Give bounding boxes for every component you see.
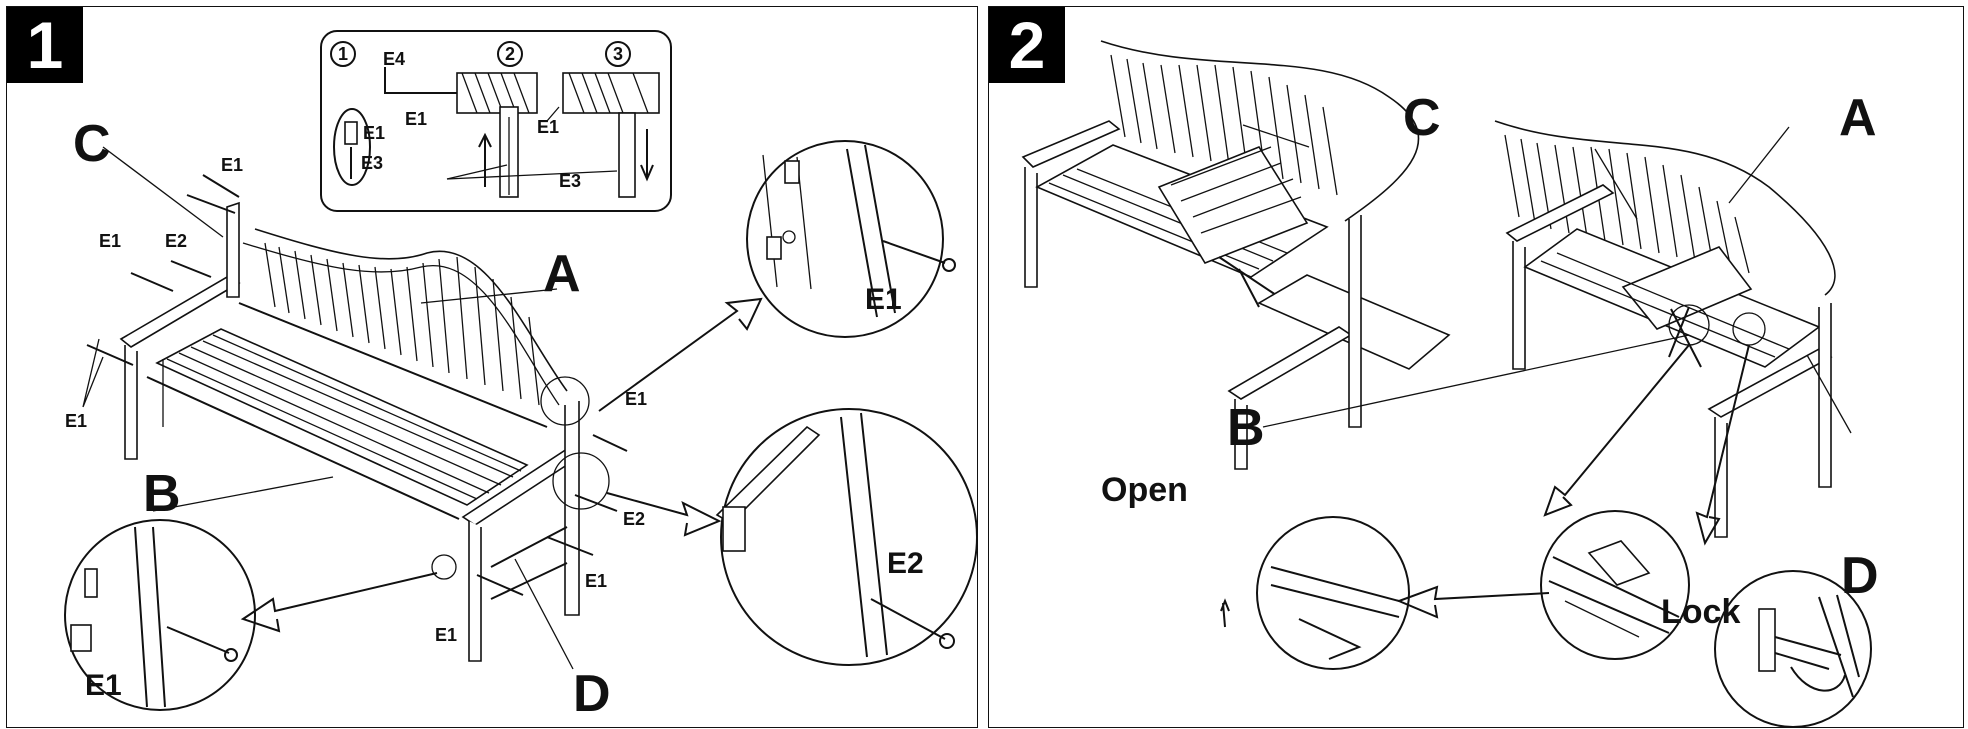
inset-label-e3: E3 [559,171,581,191]
hardware-label-e1: E1 [625,389,647,409]
inset-label-e1: E1 [405,109,427,129]
open-detail-zoom [1256,516,1410,670]
hardware-label-e2: E2 [623,509,645,529]
hardware-label-e1: E1 [99,231,121,251]
part-label-d: D [1841,547,1879,605]
inset-label-e4: E4 [383,49,405,69]
step-1-panel: 1 [6,6,978,728]
step-1-illustration: C A B D E1 E1 E2 E1 E1 E2 E1 E1 E1 E2 E1… [64,30,978,723]
bench-exploded-view [64,140,978,711]
part-label-a: A [543,245,581,303]
inset-label-e3: E3 [361,153,383,173]
zoom-label-e1: E1 [865,283,902,316]
mid-detail-zoom [1540,510,1690,660]
step-2-illustration: C A B D Open Lock [1021,40,1879,728]
hardware-label-e1: E1 [585,571,607,591]
part-label-b: B [1227,399,1265,457]
part-label-a: A [1839,89,1877,147]
lock-detail-zoom [1714,570,1872,728]
part-label-b: B [143,465,181,523]
inset-label-e1: E1 [537,117,559,137]
hardware-label-e2: E2 [165,231,187,251]
hardware-label-e1: E1 [221,155,243,175]
inset-label-e1: E1 [363,123,385,143]
part-label-c: C [73,115,111,173]
hardware-inset [320,30,672,212]
hardware-label-e1: E1 [435,625,457,645]
inset-substep-3: 3 [613,44,623,64]
step-2-badge: 2 [989,7,1065,83]
state-label-lock: Lock [1661,593,1740,631]
inset-substep-2: 2 [505,44,515,64]
zoom-label-e2: E2 [887,547,924,580]
state-label-open: Open [1101,471,1188,509]
part-label-d: D [573,665,611,723]
part-label-c: C [1403,89,1441,147]
hardware-label-e1: E1 [65,411,87,431]
bench-table-locked [1494,120,1836,538]
step-2-panel: 2 [988,6,1964,728]
zoom-label-e1: E1 [85,669,122,702]
inset-substep-1: 1 [338,44,348,64]
step-1-badge: 1 [7,7,83,83]
